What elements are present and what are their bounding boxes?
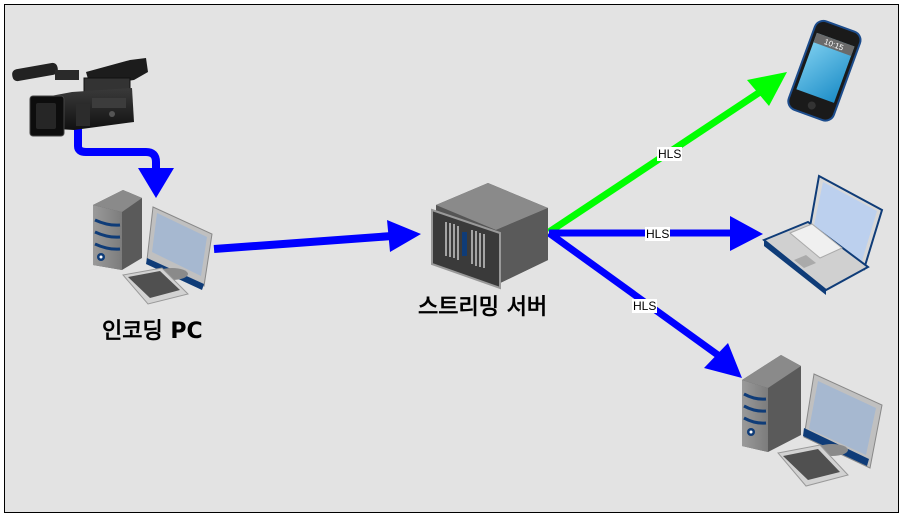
video-camera-icon [12, 58, 148, 137]
desktop-pc-icon [742, 355, 883, 487]
arrowhead [138, 168, 174, 198]
edge-label-hls-client-pc: HLS [632, 299, 658, 313]
node-label-encoding-pc: 인코딩 PC [102, 319, 203, 344]
edge-encoding-pc-to-server [213, 220, 421, 253]
edge-line [546, 230, 725, 361]
edge-line [213, 232, 393, 253]
edge-line [547, 89, 762, 235]
node-label-streaming-server: 스트리밍 서버 [418, 295, 548, 320]
arrowhead [730, 216, 763, 251]
laptop-icon [762, 174, 884, 295]
rack-server-icon [431, 183, 548, 290]
arrowhead [704, 343, 742, 378]
edge-line [74, 128, 160, 170]
edge-label-hls-smartphone: HLS [657, 147, 683, 161]
edge-server-to-client-pc [546, 230, 742, 378]
edge-server-to-smartphone [547, 72, 787, 235]
smartphone-icon: 10:15 [787, 19, 862, 122]
desktop-pc-icon [93, 190, 213, 305]
edge-server-to-laptop [549, 216, 763, 251]
edge-label-hls-laptop: HLS [645, 227, 671, 241]
edge-camera-to-encoding-pc [74, 128, 174, 198]
arrowhead [747, 72, 787, 106]
arrowhead [387, 220, 421, 252]
